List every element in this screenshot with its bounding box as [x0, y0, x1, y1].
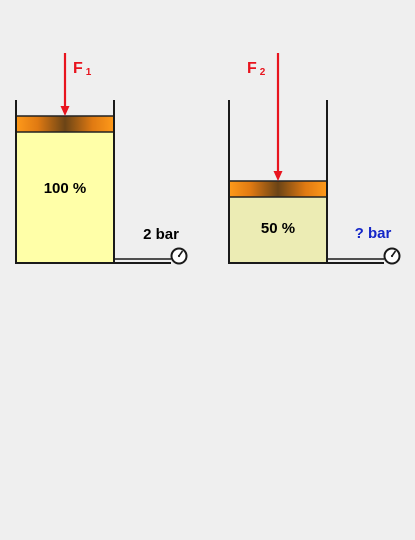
- left-piston: [15, 115, 115, 133]
- right-cylinder-walls: [228, 100, 328, 264]
- right-force-symbol: F: [247, 60, 257, 77]
- right-force-arrow: [273, 53, 283, 181]
- right-fluid: [229, 197, 327, 263]
- left-fill-label: 100 %: [44, 180, 87, 197]
- right-pressure-gauge-icon: [383, 247, 401, 265]
- right-pressure-label: ? bar: [355, 225, 392, 242]
- left-force-symbol: F: [73, 60, 83, 77]
- left-pressure-gauge-icon: [170, 247, 188, 265]
- left-force-index: 1: [86, 67, 92, 78]
- left-fluid: [16, 132, 114, 263]
- right-fill-label: 50 %: [261, 220, 295, 237]
- left-force-arrow: [60, 53, 70, 116]
- left-pressure-label: 2 bar: [143, 226, 179, 243]
- left-cylinder-walls: [15, 100, 115, 264]
- right-force-index: 2: [260, 67, 266, 78]
- right-piston: [228, 180, 328, 198]
